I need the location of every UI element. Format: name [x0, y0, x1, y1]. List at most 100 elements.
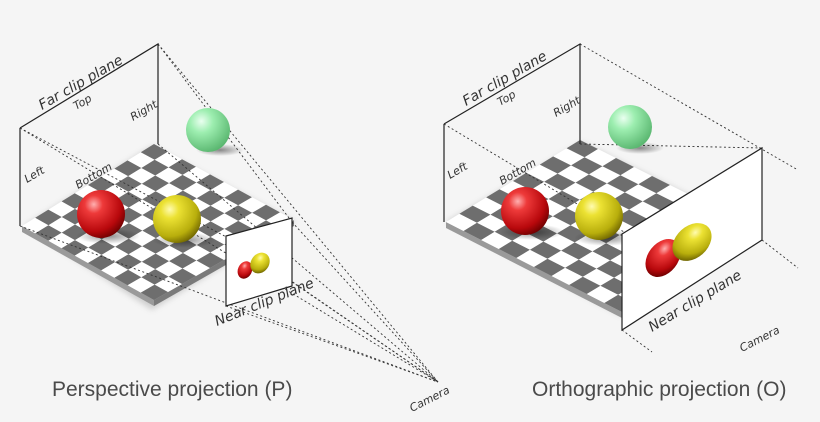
checker-tile: [128, 199, 156, 215]
near-plane-red-projection: [645, 239, 681, 277]
left-label: Left: [445, 159, 470, 181]
checker-tile: [127, 152, 155, 168]
checker-tile: [48, 217, 76, 233]
checker-tile: [197, 205, 225, 222]
checker-tile: [210, 228, 239, 245]
camera-label: Camera: [737, 323, 782, 354]
checker-tile: [615, 209, 648, 227]
near-plane-yellow-projection: [250, 252, 270, 274]
checker-tile: [602, 158, 634, 176]
checker-tile: [101, 168, 129, 185]
right-label: Right: [128, 98, 160, 124]
checker-tile: [101, 262, 129, 278]
checker-tile: [128, 215, 156, 231]
checker-tile: [155, 261, 183, 277]
green-sphere: [186, 108, 230, 152]
checker-tile: [584, 149, 616, 167]
orthographic-caption: Orthographic projection (O): [532, 378, 786, 401]
checker-tile: [114, 176, 142, 192]
checker-tile: [61, 193, 89, 209]
checker-tile: [446, 213, 477, 231]
checker-tile: [196, 252, 224, 268]
checker-tile: [539, 216, 571, 234]
checker-tile: [35, 209, 62, 226]
checker-tile: [513, 172, 545, 190]
checker-tile: [530, 181, 563, 199]
checker-tile: [620, 167, 652, 185]
checker-tile: [586, 285, 619, 303]
checker-tile: [224, 220, 253, 237]
red-sphere: [77, 190, 125, 238]
checker-tile: [557, 165, 589, 183]
checker-tile: [88, 176, 115, 193]
left-label: Left: [22, 163, 47, 185]
checker-tile: [155, 183, 183, 199]
green-sphere: [608, 105, 652, 149]
checker-tile: [155, 167, 183, 184]
checker-tile: [548, 190, 580, 208]
checker-tile: [140, 284, 168, 300]
checker-tile: [140, 144, 168, 160]
checker-tile: [210, 182, 238, 198]
orthographic-diagram: Far clip plane Top Right Left Bottom Nea…: [443, 42, 799, 401]
checker-tile: [624, 184, 657, 202]
checker-tile: [197, 221, 225, 237]
checker-tile: [571, 157, 603, 175]
checker-tile: [128, 168, 156, 184]
checker-tile: [74, 247, 102, 263]
yellow-sphere: [153, 195, 201, 243]
checker-tile: [582, 268, 615, 286]
right-label: Right: [551, 94, 583, 120]
checker-tile: [183, 245, 211, 261]
checker-tile: [210, 213, 239, 229]
near-plane-red-projection: [237, 261, 253, 279]
checker-tile: [210, 197, 239, 214]
checker-tile: [459, 205, 491, 223]
checker-tile: [569, 276, 601, 294]
checker-tile: [168, 159, 196, 175]
checker-tile: [611, 192, 643, 210]
checker-tile: [566, 140, 598, 158]
checker-tile: [128, 246, 156, 262]
checker-tile: [196, 237, 225, 253]
checker-tile: [539, 156, 572, 174]
checker-tile: [498, 240, 530, 258]
checker-tile: [589, 166, 621, 184]
checker-tile: [238, 212, 267, 229]
checker-tile: [128, 261, 156, 278]
checker-tile: [48, 232, 75, 249]
checker-tile: [169, 174, 197, 191]
checker-tile: [252, 204, 280, 221]
checker-tile: [607, 175, 639, 193]
checker-tile: [596, 260, 628, 278]
checker-tile: [128, 230, 156, 247]
checker-tile: [168, 268, 196, 284]
checker-tile: [154, 151, 182, 168]
box-lines: [443, 43, 799, 353]
checker-tile: [114, 254, 142, 270]
checker-tile: [629, 201, 661, 219]
checker-tile: [154, 276, 182, 292]
floor-side-face: [22, 226, 154, 306]
checker-tile: [472, 197, 504, 215]
checker-tile: [547, 250, 579, 268]
checker-tile: [463, 222, 495, 240]
checker-tile: [562, 182, 594, 200]
checker-tile: [638, 176, 670, 194]
checker-tile: [141, 175, 170, 192]
checker-tile: [530, 241, 562, 259]
floor-side-face: [446, 222, 622, 318]
camera-label: Camera: [407, 383, 452, 414]
checker-tile: [114, 160, 142, 177]
checker-tile: [516, 249, 548, 267]
checker-tile: [142, 191, 170, 207]
checker-tile: [88, 254, 115, 271]
checker-tile: [141, 253, 170, 270]
frustum-lines: [19, 43, 439, 383]
checker-tile: [224, 205, 253, 221]
checker-tile: [551, 267, 583, 285]
checker-tile: [224, 189, 252, 206]
checker-tile: [114, 269, 142, 286]
